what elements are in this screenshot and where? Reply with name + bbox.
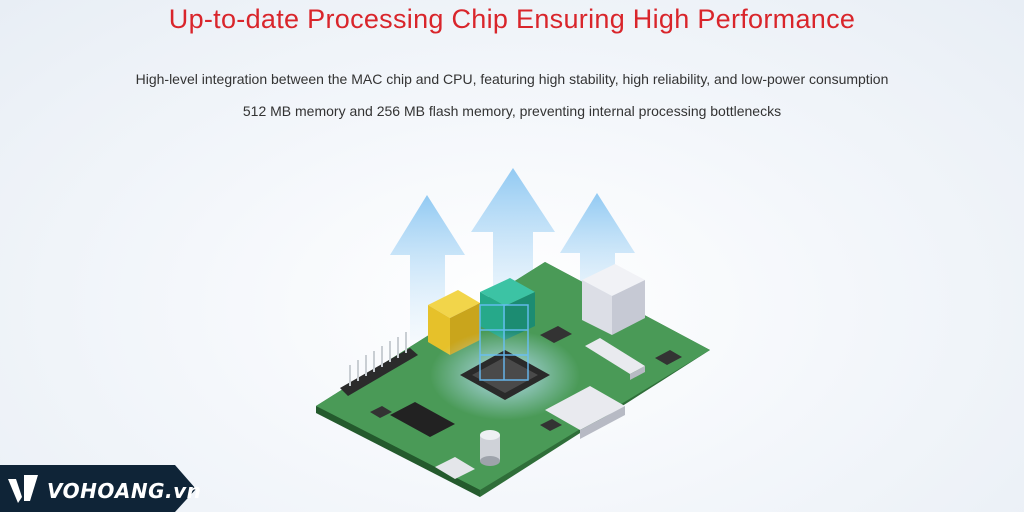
upward-arrow-center bbox=[471, 168, 555, 330]
description-line-1: High-level integration between the MAC c… bbox=[135, 71, 889, 87]
black-connector bbox=[390, 402, 455, 437]
upward-arrow-left bbox=[390, 195, 465, 340]
capacitor bbox=[480, 430, 500, 466]
brand-watermark-banner bbox=[0, 465, 196, 512]
upward-arrow-right bbox=[560, 193, 635, 320]
processing-chip-illustration bbox=[316, 168, 710, 497]
cpu-chip bbox=[430, 304, 580, 420]
brand-logo-icon bbox=[8, 475, 38, 503]
page-title: Up-to-date Processing Chip Ensuring High… bbox=[168, 4, 856, 34]
smd-components bbox=[370, 326, 682, 431]
pin-header bbox=[340, 332, 418, 396]
ribbon-connector-bottom bbox=[545, 386, 625, 439]
white-port-component bbox=[582, 264, 645, 335]
brand-name: VOHOANG.vn bbox=[47, 479, 202, 503]
mount-bracket bbox=[435, 457, 475, 479]
ribbon-connector-right bbox=[585, 338, 645, 380]
description-line-2: 512 MB memory and 256 MB flash memory, p… bbox=[242, 103, 782, 119]
